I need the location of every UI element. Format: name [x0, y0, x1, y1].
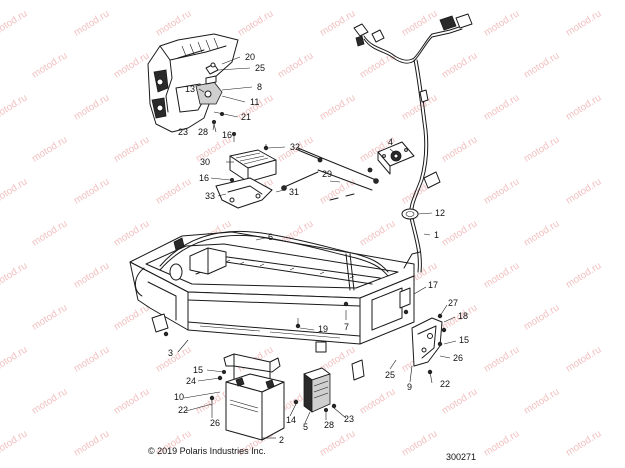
callout-26a: 26 [453, 353, 464, 363]
callout-16a: 16 [222, 130, 233, 140]
copyright-text: © 2019 Polaris Industries Inc. [148, 446, 266, 456]
callout-30: 30 [200, 157, 211, 167]
side-bracket-27 [411, 313, 447, 375]
wiring-harness [353, 13, 473, 273]
battery [209, 373, 285, 441]
callout-19: 19 [318, 324, 329, 334]
mount-bracket-4 [377, 141, 415, 175]
callout-11: 11 [250, 97, 260, 107]
callout-25b: 25 [385, 370, 396, 380]
callout-3: 3 [168, 348, 174, 358]
callout-16b: 16 [199, 173, 210, 183]
callout-1: 1 [434, 230, 440, 240]
callout-15a: 15 [459, 335, 470, 345]
leader-lines [177, 56, 457, 439]
callout-2: 2 [279, 435, 285, 445]
callout-13: 13 [185, 84, 196, 94]
callout-28: 28 [198, 127, 209, 137]
callout-5: 5 [303, 422, 309, 432]
callout-12: 12 [435, 208, 446, 218]
callout-17: 17 [428, 280, 439, 290]
callout-28b: 28 [324, 420, 335, 430]
callout-22a: 22 [178, 405, 189, 415]
frame-detail-group [147, 33, 239, 142]
callout-25: 25 [255, 63, 266, 73]
diagram-id: 300271 [446, 452, 477, 462]
callout-18: 18 [458, 311, 469, 321]
callout-26b: 26 [210, 418, 221, 428]
callout-15b: 15 [193, 365, 204, 375]
callout-24: 24 [186, 376, 197, 386]
callout-21: 21 [241, 112, 252, 122]
callout-33: 33 [205, 191, 216, 201]
callout-4: 4 [388, 137, 394, 147]
callout-14: 14 [286, 415, 297, 425]
callout-31: 31 [289, 187, 300, 197]
callout-10: 10 [174, 392, 185, 402]
electrical-module-5 [293, 367, 337, 413]
module-bracket-group [215, 144, 277, 209]
callout-8: 8 [257, 82, 263, 92]
callout-23: 23 [178, 127, 189, 137]
rod-assembly [281, 147, 379, 201]
callout-7: 7 [344, 322, 350, 332]
storage-box-assembly [129, 230, 421, 381]
callout-6: 6 [268, 232, 274, 242]
callout-22b: 22 [440, 379, 451, 389]
callout-20: 20 [245, 52, 256, 62]
callout-29: 29 [322, 169, 333, 179]
callout-23b: 23 [344, 414, 355, 424]
callout-9: 9 [407, 382, 413, 392]
callout-27: 27 [448, 298, 459, 308]
callout-32: 32 [290, 142, 301, 152]
